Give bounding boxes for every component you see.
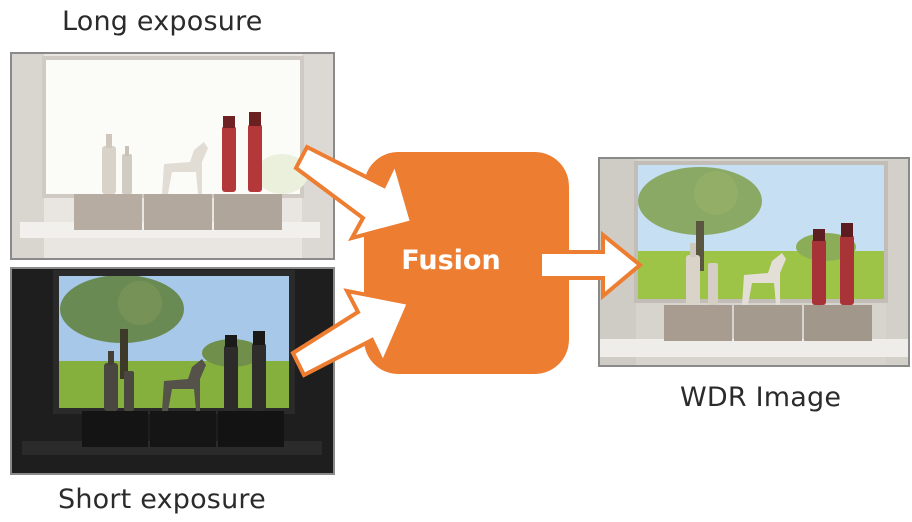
fusion-box-shape — [364, 152, 569, 374]
long-exposure-label: Long exposure — [62, 6, 263, 37]
wdr-image — [598, 157, 910, 367]
fusion-label: Fusion — [401, 245, 501, 276]
short-exposure-label: Short exposure — [58, 484, 266, 515]
short-exposure-image — [10, 267, 335, 475]
fusion-box — [364, 152, 569, 374]
long-exposure-image — [10, 52, 335, 260]
wdr-image-label: WDR Image — [680, 382, 842, 413]
